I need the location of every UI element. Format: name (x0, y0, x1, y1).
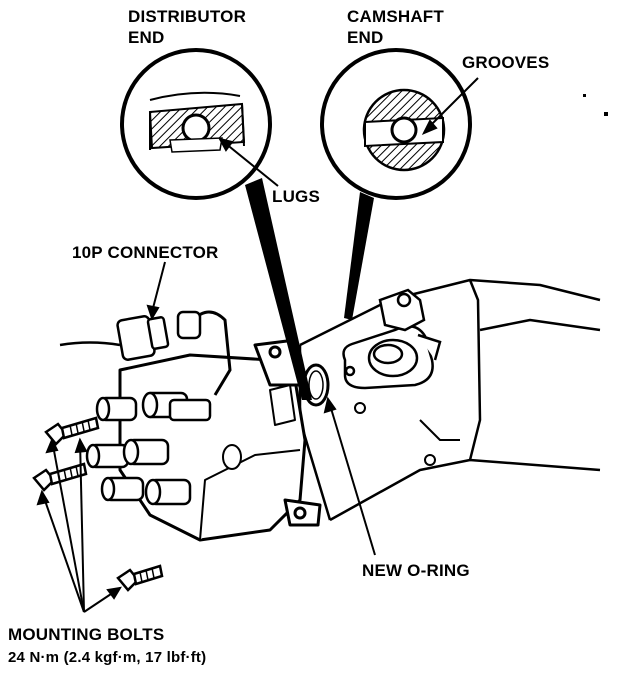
grooves-label: GROOVES (462, 53, 550, 72)
distributor-end-label: DISTRIBUTOR END (128, 6, 246, 48)
camshaft-end-label-line2: END (347, 28, 384, 47)
camshaft-end-label: CAMSHAFT END (347, 6, 444, 48)
torque-spec-label: 24 N·m (2.4 kgf·m, 17 lbf·ft) (8, 649, 207, 666)
bolt-upper (44, 416, 100, 446)
lugs-leader (218, 137, 279, 187)
camshaft-inset-pointer (344, 192, 374, 320)
grooves-leader (421, 77, 479, 135)
o-ring-leader (323, 396, 376, 556)
distributor-end-label-line1: DISTRIBUTOR (128, 7, 247, 26)
mounting-bolts-label: MOUNTING BOLTS (8, 625, 165, 644)
camshaft-end-inset (320, 48, 472, 200)
connector-leader (146, 261, 166, 321)
distributor-end-inset (120, 48, 272, 200)
camshaft-end-label-line1: CAMSHAFT (347, 7, 444, 26)
bolt-lower (116, 564, 164, 592)
new-o-ring-label: NEW O-RING (362, 561, 470, 580)
mounting-bolts (32, 416, 164, 592)
lugs-label: LUGS (272, 187, 321, 206)
10p-connector (59, 310, 232, 396)
camshaft-end-boss (342, 288, 442, 390)
distributor-inset-pointer (245, 178, 312, 400)
bolt-leader-lines (36, 437, 122, 613)
distributor-cap-terminals (85, 391, 212, 506)
distributor-end-label-line2: END (128, 28, 165, 47)
10p-connector-label: 10P CONNECTOR (72, 243, 219, 262)
